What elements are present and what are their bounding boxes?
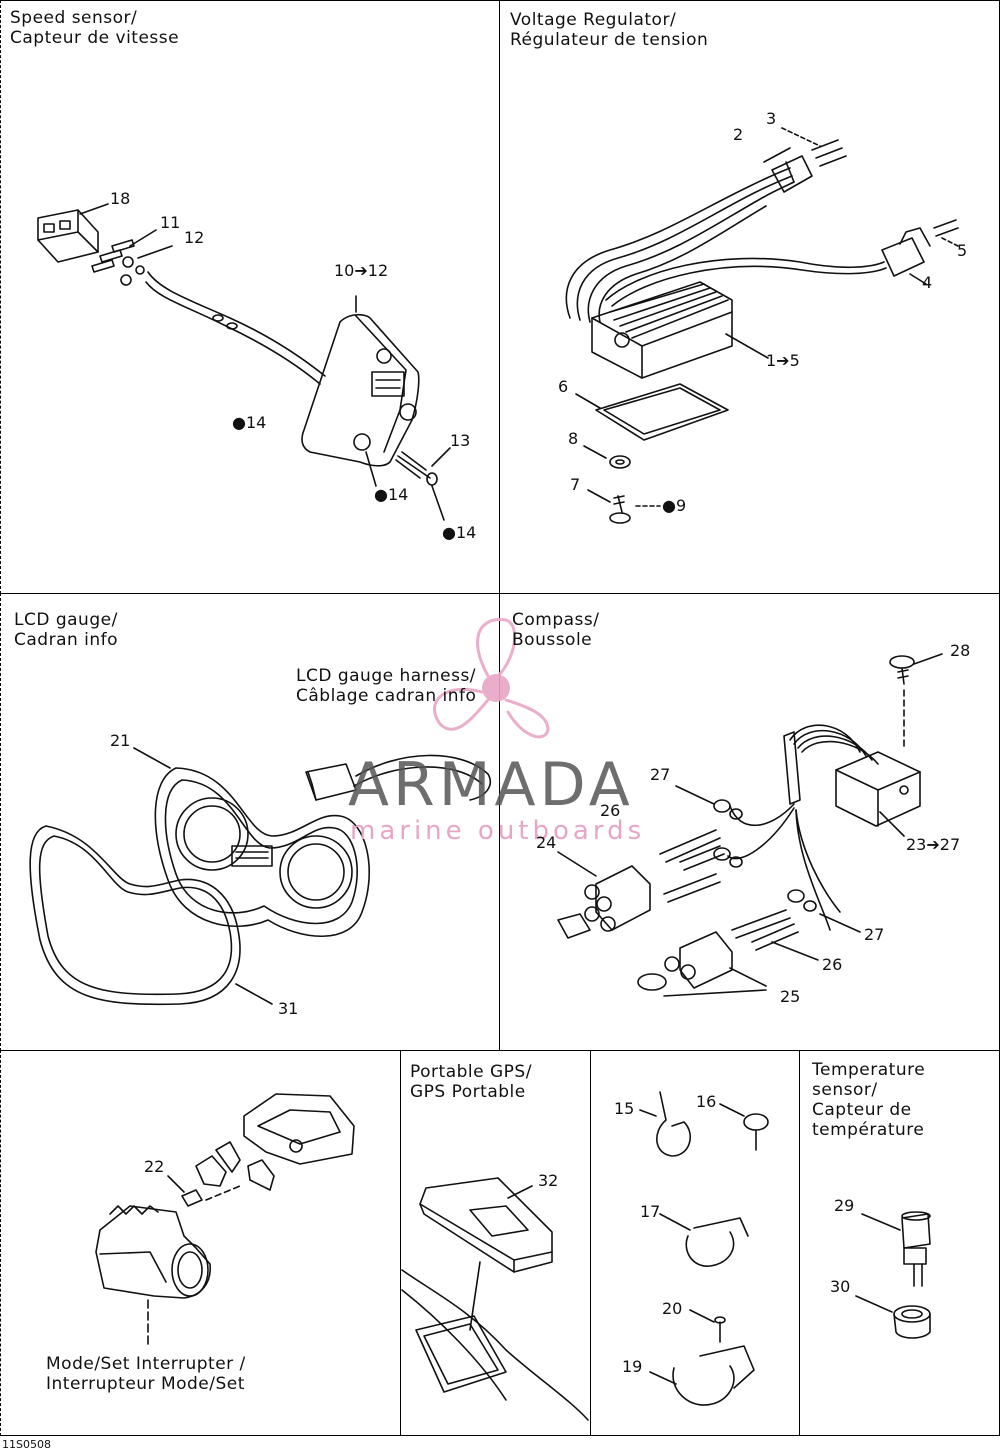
temperature-sensor-drawing — [855, 1211, 931, 1339]
compass-drawing — [557, 653, 943, 997]
callout-13: 13 — [450, 431, 471, 450]
voltage-regulator-title: Voltage Regulator/ Régulateur de tension — [510, 10, 709, 50]
lcd-gauge-drawing — [29, 747, 492, 1006]
callout-31: 31 — [278, 999, 299, 1018]
speed-sensor-title: Speed sensor/ Capteur de vitesse — [10, 8, 180, 48]
callout-5: 5 — [957, 241, 968, 260]
watermark-brand: ARMADA — [348, 750, 634, 820]
callout-15: 15 — [614, 1099, 635, 1118]
voltage-regulator-drawing — [565, 127, 959, 524]
callout-16: 16 — [696, 1092, 717, 1111]
callout-27-b: 27 — [864, 925, 885, 944]
callout-23-27: 23➔27 — [906, 835, 961, 854]
lcd-gauge-title: LCD gauge/ Cadran info — [14, 610, 119, 650]
compass-title: Compass/ Boussole — [512, 610, 600, 650]
callout-22: 22 — [144, 1157, 165, 1176]
callout-17: 17 — [640, 1202, 661, 1221]
callout-25: 25 — [780, 987, 801, 1006]
callout-3: 3 — [766, 109, 777, 128]
lcd-gauge-harness-title: LCD gauge harness/ Câblage cadran info — [296, 666, 477, 706]
callout-1-5: 1➔5 — [766, 351, 800, 370]
callout-14-a: ●14 — [232, 413, 267, 432]
callout-2: 2 — [733, 125, 744, 144]
mode-set-drawing — [95, 1093, 355, 1347]
callout-6: 6 — [558, 377, 569, 396]
watermark-tagline: marine outboards — [350, 816, 646, 846]
callout-18: 18 — [110, 189, 131, 208]
callout-27-a: 27 — [650, 765, 671, 784]
callout-21: 21 — [110, 731, 131, 750]
oil-drop-icon: ● — [662, 496, 676, 515]
callout-11: 11 — [160, 213, 181, 232]
callout-26-a: 26 — [600, 801, 621, 820]
callout-28: 28 — [950, 641, 971, 660]
callout-14-b: ●14 — [374, 485, 409, 504]
callout-14-c: ●14 — [442, 523, 477, 542]
oil-drop-icon: ● — [232, 413, 246, 432]
callout-9: ●9 — [662, 496, 687, 515]
callout-29: 29 — [834, 1196, 855, 1215]
portable-gps-drawing — [401, 1177, 589, 1421]
callout-8: 8 — [568, 429, 579, 448]
callout-26-b: 26 — [822, 955, 843, 974]
callout-24: 24 — [536, 833, 557, 852]
callout-7: 7 — [570, 475, 581, 494]
oil-drop-icon: ● — [442, 523, 456, 542]
callout-12: 12 — [184, 228, 205, 247]
speed-sensor-drawing — [37, 203, 451, 521]
callout-20: 20 — [662, 1299, 683, 1318]
portable-gps-title: Portable GPS/ GPS Portable — [410, 1062, 532, 1102]
callout-19: 19 — [622, 1357, 643, 1376]
oil-drop-icon: ● — [374, 485, 388, 504]
footer-code: 11S0508 — [2, 1438, 51, 1451]
callout-30: 30 — [830, 1277, 851, 1296]
temperature-sensor-title: Temperature sensor/ Capteur de températu… — [812, 1060, 926, 1140]
fasteners-drawing — [639, 1091, 769, 1406]
mode-set-title: Mode/Set Interrupter / Interrupteur Mode… — [46, 1354, 246, 1394]
callout-4: 4 — [922, 273, 933, 292]
propeller-icon — [433, 618, 550, 739]
callout-10-12: 10➔12 — [334, 261, 389, 280]
callout-32: 32 — [538, 1171, 559, 1190]
